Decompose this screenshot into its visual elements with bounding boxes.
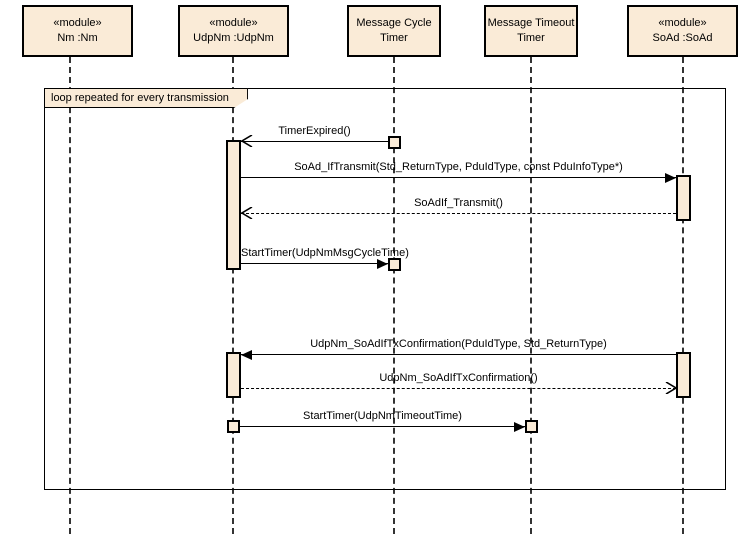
arrow-head-filled-m2 [665, 172, 676, 183]
activation-bar-tmout [525, 420, 538, 433]
lifeline-name-tmout: Message Timeout Timer [487, 17, 575, 44]
activation-bar-cycle [388, 136, 401, 149]
lifeline-name-nm: Nm :Nm [57, 32, 98, 44]
message-label-m4: StartTimer(UdpNmMsgCycleTime) [241, 247, 409, 259]
message-label-m6: UdpNm_SoAdIfTxConfirmation() [379, 372, 538, 384]
lifeline-header-tmout[interactable]: Message Timeout Timer [484, 5, 578, 57]
activation-bar-soad [676, 175, 691, 221]
activation-bar-udpnm [226, 352, 241, 398]
lifeline-header-soad[interactable]: «module» SoAd :SoAd [627, 5, 738, 57]
message-label-m1: TimerExpired() [278, 125, 351, 137]
lifeline-header-cycle[interactable]: Message Cycle Timer [347, 5, 441, 57]
lifeline-name-udpnm: UdpNm :UdpNm [193, 32, 274, 44]
lifeline-header-udpnm[interactable]: «module» UdpNm :UdpNm [178, 5, 289, 57]
message-line-m3 [241, 213, 676, 214]
lifeline-stereotype-udpnm: «module» [209, 17, 258, 29]
message-label-m2: SoAd_IfTransmit(Std_ReturnType, PduIdTyp… [294, 161, 623, 173]
message-label-m7: StartTimer(UdpNmTimeoutTime) [303, 410, 462, 422]
activation-bar-udpnm [226, 140, 241, 270]
lifeline-name-soad: SoAd :SoAd [652, 32, 713, 44]
message-line-m6 [241, 388, 676, 389]
arrow-head-open-m3 [241, 207, 253, 219]
message-line-m1 [241, 141, 388, 142]
activation-bar-cycle [388, 258, 401, 271]
arrow-head-filled-m7 [514, 421, 525, 432]
message-line-m5 [241, 354, 676, 355]
loop-fragment-frame [44, 88, 726, 490]
message-label-m5: UdpNm_SoAdIfTxConfirmation(PduIdType, St… [310, 338, 607, 350]
lifeline-nm [69, 57, 71, 534]
message-label-m3: SoAdIf_Transmit() [414, 197, 503, 209]
lifeline-header-nm[interactable]: «module» Nm :Nm [22, 5, 133, 57]
lifeline-tmout [530, 57, 532, 534]
activation-bar-soad [676, 352, 691, 398]
message-line-m2 [241, 177, 676, 178]
loop-fragment-label: loop repeated for every transmission [44, 88, 248, 108]
arrow-head-open-m6 [665, 382, 677, 394]
arrow-head-filled-m4 [377, 258, 388, 269]
lifeline-stereotype-nm: «module» [53, 17, 102, 29]
arrow-head-filled-m5 [241, 349, 252, 360]
message-line-m7 [240, 426, 525, 427]
lifeline-cycle [393, 57, 395, 534]
arrow-head-open-m1 [241, 135, 253, 147]
activation-bar-udpnm [227, 420, 240, 433]
lifeline-name-cycle: Message Cycle Timer [356, 17, 432, 44]
message-line-m4 [241, 263, 388, 264]
lifeline-udpnm [232, 57, 234, 534]
lifeline-soad [682, 57, 684, 534]
lifeline-stereotype-soad: «module» [658, 17, 707, 29]
